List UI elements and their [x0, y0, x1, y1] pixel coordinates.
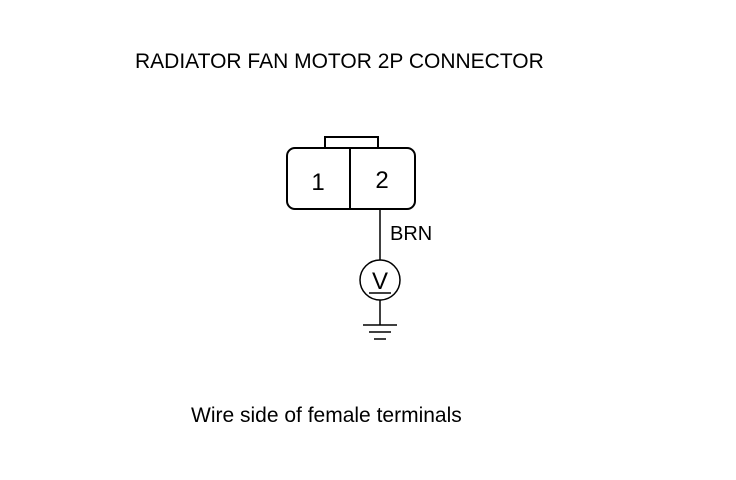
voltmeter-symbol: V — [372, 268, 388, 295]
diagram-caption: Wire side of female terminals — [191, 404, 462, 427]
connector-pin-1-label: 1 — [311, 169, 324, 196]
connector-lock-tab — [324, 136, 379, 148]
diagram-title: RADIATOR FAN MOTOR 2P CONNECTOR — [135, 50, 544, 73]
wire-color-label: BRN — [390, 223, 432, 245]
ground-icon — [363, 324, 397, 340]
connector-pin-2-label: 2 — [375, 167, 388, 194]
voltmeter-icon: V — [359, 259, 401, 301]
